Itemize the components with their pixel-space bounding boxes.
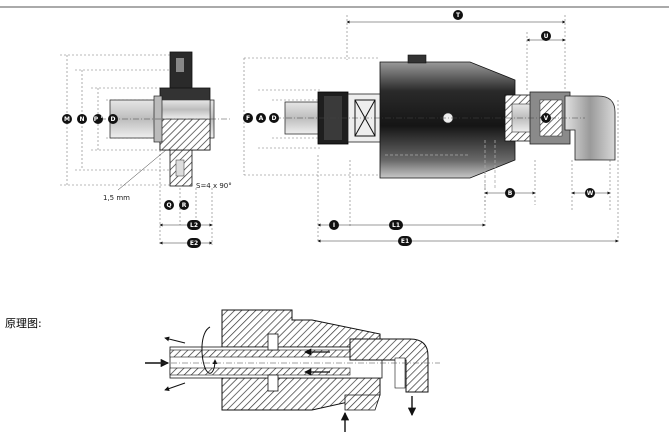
main-body-top-lug [407,54,427,64]
label-E2: E2 [187,238,201,248]
svg-text:Q: Q [166,202,171,209]
svg-text:D: D [272,115,277,122]
label-B: B [505,188,515,198]
label-A: A [256,113,266,123]
label-D-side: D [108,114,118,124]
svg-text:V: V [544,115,549,122]
svg-text:D: D [111,116,116,123]
svg-text:N: N [79,116,84,123]
svg-text:L1: L1 [392,222,400,229]
label-Q: Q [164,200,174,210]
principle-outlet-arrow-bottom [164,382,186,391]
label-I: I [329,220,339,230]
principle-tube-lower [169,367,351,376]
label-T: T [453,10,463,20]
svg-text:B: B [508,190,513,197]
principle-diagram [145,309,440,432]
svg-text:M: M [64,116,70,123]
label-W: W [585,188,595,198]
main-view: T U F A D V B W I L1 E1 [243,10,619,246]
chamfer-leader [117,149,167,191]
side-flange-bolt [176,58,184,72]
principle-rotation-arrow [201,326,218,374]
chamfer-note: 1,5 mm [103,194,130,202]
label-N: N [77,114,87,124]
svg-text:L2: L2 [190,222,198,229]
svg-text:F: F [246,115,250,122]
label-M: M [62,114,72,124]
svg-text:E1: E1 [401,238,409,245]
svg-text:A: A [259,115,264,122]
screw-note: S=4 x 90° [196,182,232,190]
principle-elbow [349,338,429,393]
principle-seal-top [267,333,279,351]
principle-caption: 原理图: [5,317,42,330]
svg-text:P: P [94,116,99,123]
svg-text:T: T [456,12,461,19]
label-E1: E1 [398,236,412,246]
principle-seal-bottom [267,374,279,392]
label-U: U [541,31,551,41]
label-D-main: D [269,113,279,123]
label-L2: L2 [187,220,201,230]
label-L1: L1 [389,220,403,230]
svg-text:W: W [587,190,594,197]
svg-text:h7: h7 [101,114,107,119]
main-dimension-lines [243,15,619,243]
principle-outlet-arrow-top [164,336,186,344]
principle-tube-upper [169,349,351,358]
svg-text:R: R [182,202,187,209]
main-elbow [564,95,616,161]
label-R: R [179,200,189,210]
svg-text:I: I [333,222,335,229]
svg-text:U: U [544,33,549,40]
label-F: F [243,113,253,123]
label-V: V [541,113,551,123]
svg-text:E2: E2 [190,240,198,247]
